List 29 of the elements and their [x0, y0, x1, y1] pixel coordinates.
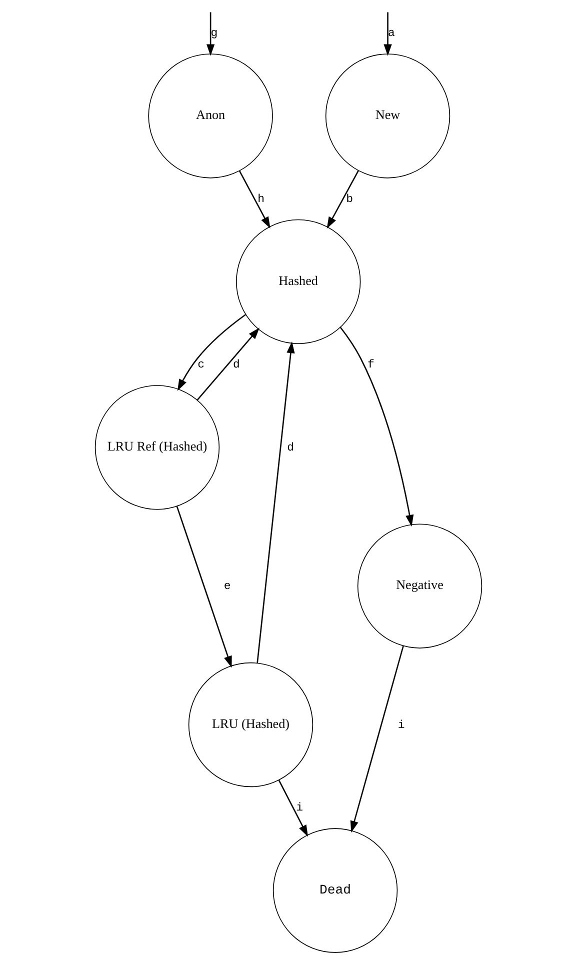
edge-label: h	[258, 192, 264, 206]
edge-label: i	[296, 802, 304, 815]
edge-label: a	[388, 27, 395, 40]
node-circle: New	[325, 54, 450, 178]
arrow	[238, 170, 270, 228]
node-circle: Dead	[272, 828, 398, 953]
node-circle: LRU (Hashed)	[188, 662, 314, 788]
arrow	[206, 12, 215, 56]
edge-label: g	[210, 27, 218, 40]
arrow	[278, 780, 308, 837]
edge-label: d	[232, 358, 240, 372]
edge-label: e	[224, 580, 231, 594]
arrow	[256, 341, 295, 663]
arrow	[177, 314, 246, 391]
arrow	[196, 328, 260, 400]
edge-label: c	[198, 358, 205, 372]
edge-label: i	[398, 718, 405, 732]
node-circle: Negative	[357, 524, 482, 648]
arrow	[340, 326, 414, 527]
arrow	[384, 12, 392, 56]
node-circle: Anon	[148, 54, 273, 178]
node-circle: LRU Ref (Hashed)	[94, 385, 220, 510]
edge-label: d	[287, 441, 294, 454]
edge-label: b	[346, 192, 354, 206]
edge-label: f	[368, 358, 374, 372]
arrow	[326, 170, 359, 229]
arrow	[350, 646, 404, 833]
arrow	[176, 506, 232, 668]
node-circle: Hashed	[236, 219, 361, 344]
